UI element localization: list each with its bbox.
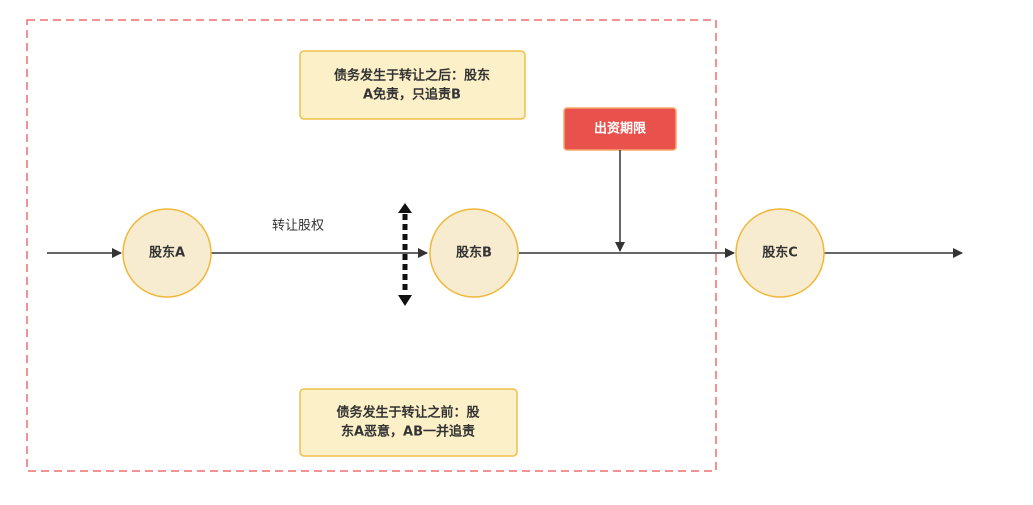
node-shareholder-a: 股东A (122, 208, 212, 298)
note-after-line2: A免责，只追责B (363, 87, 461, 103)
note-after-transfer: 债务发生于转让之后：股东 A免责，只追责B (299, 50, 526, 120)
node-shareholder-b: 股东B (429, 208, 519, 298)
transfer-arrow-down-icon (398, 295, 412, 306)
note-before-transfer: 债务发生于转让之前：股 东A恶意，AB一并追责 (299, 388, 518, 457)
dashed-boundary (26, 19, 717, 472)
note-before-line2: 东A恶意，AB一并追责 (341, 424, 475, 440)
node-shareholder-b-label: 股东B (456, 245, 492, 261)
tag-contribution-deadline-label: 出资期限 (594, 121, 647, 137)
node-shareholder-a-label: 股东A (149, 245, 185, 261)
note-after-line1: 债务发生于转让之后：股东 (334, 68, 490, 84)
node-shareholder-c: 股东C (735, 208, 825, 298)
tag-contribution-deadline: 出资期限 (563, 107, 677, 151)
node-shareholder-c-label: 股东C (762, 245, 798, 261)
note-before-line1: 债务发生于转让之前：股 (336, 405, 479, 421)
edge-transfer-label: 转让股权 (272, 218, 324, 234)
transfer-arrow-up-icon (398, 203, 412, 213)
